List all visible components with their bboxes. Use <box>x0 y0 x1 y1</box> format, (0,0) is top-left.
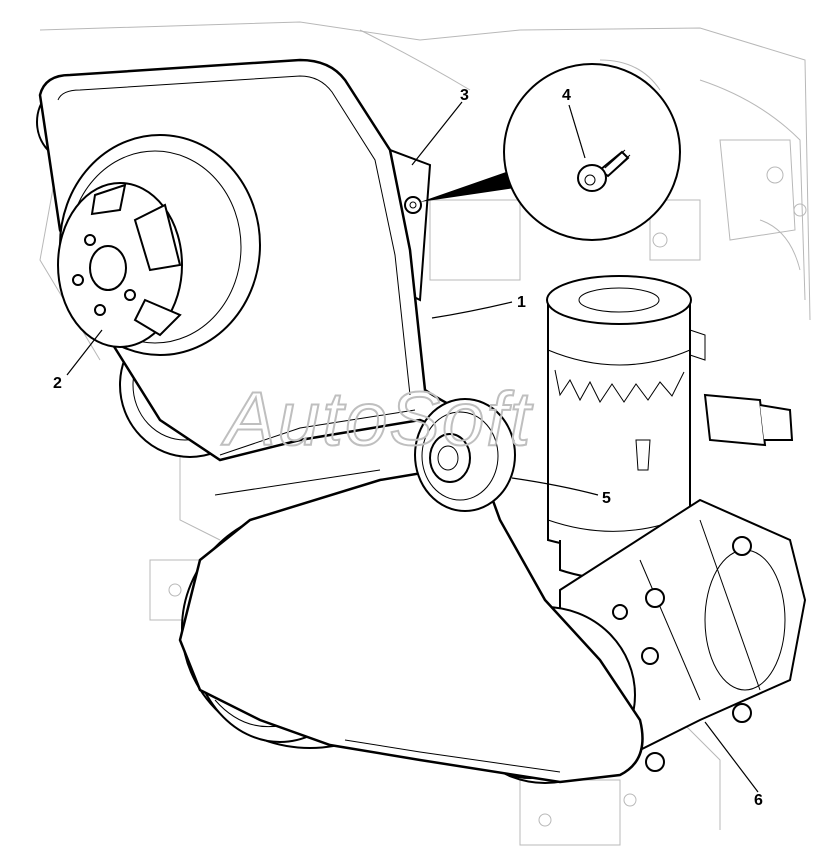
callout-leaders <box>66 101 759 793</box>
callout-4: 4 <box>562 87 571 104</box>
callout-6: 6 <box>754 792 763 809</box>
callout-1: 1 <box>517 294 526 311</box>
sensor <box>689 329 794 447</box>
callout-2: 2 <box>53 375 62 392</box>
bolt-detail-inset <box>420 63 681 241</box>
water-pump-pulley <box>57 134 261 356</box>
watermark-text: AutoSoft <box>221 377 533 462</box>
callout-3: 3 <box>460 87 469 104</box>
callout-5: 5 <box>602 490 611 507</box>
tensioner-pulley <box>414 398 516 512</box>
tensioner-bolt <box>404 196 422 214</box>
